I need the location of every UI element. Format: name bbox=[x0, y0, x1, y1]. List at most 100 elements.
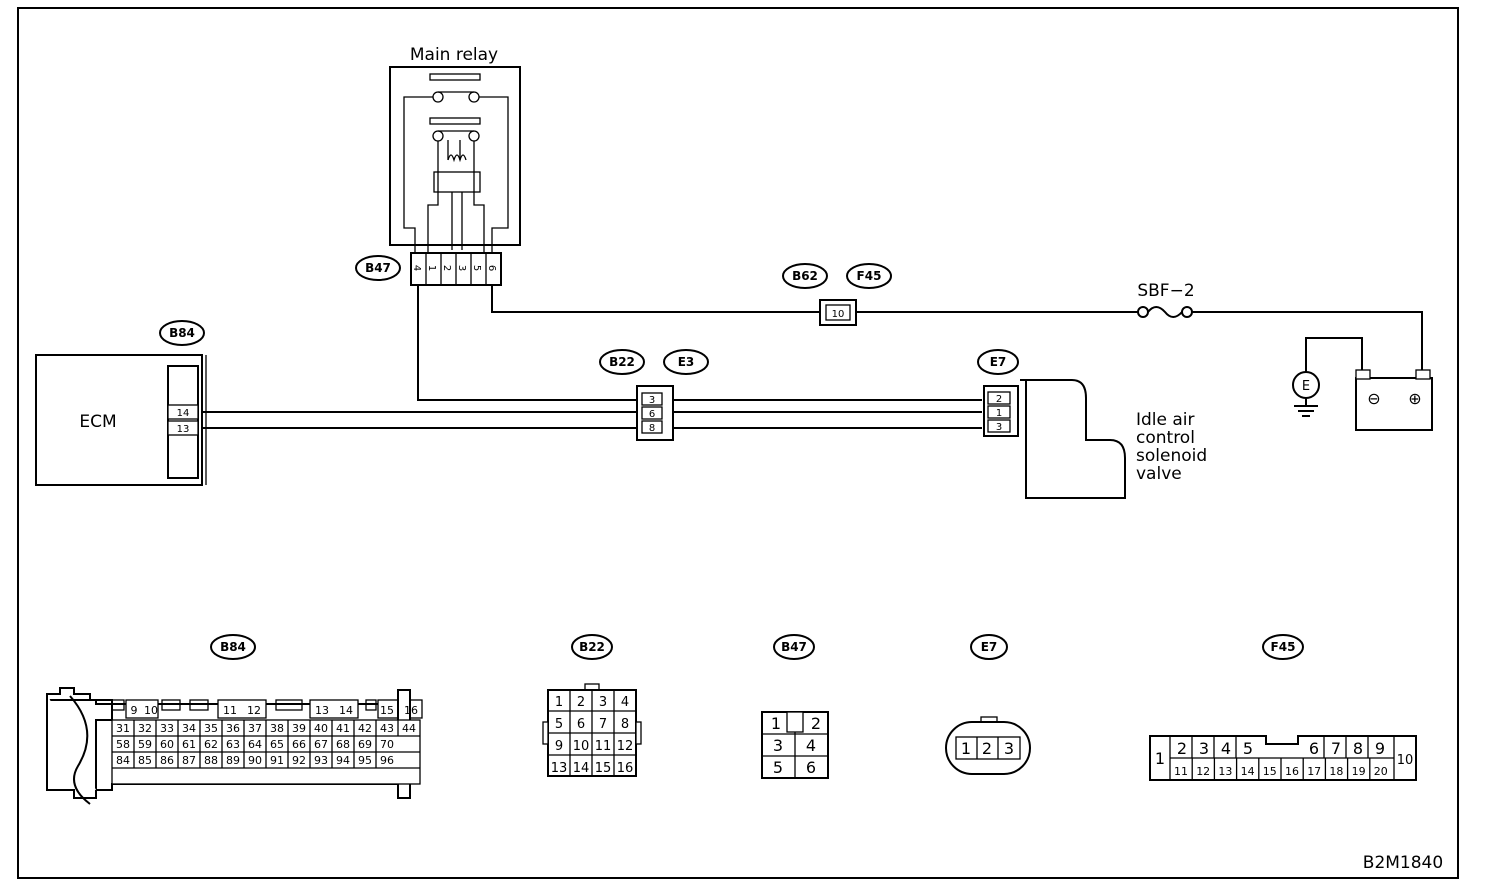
ecm-label: ECM bbox=[79, 412, 116, 432]
diagram-frame bbox=[17, 7, 1459, 879]
svg-text:15: 15 bbox=[380, 704, 394, 717]
svg-text:E: E bbox=[1302, 379, 1310, 394]
b84-row-1 bbox=[111, 699, 423, 719]
b22-pin-label: 15 bbox=[595, 761, 612, 776]
svg-text:3: 3 bbox=[1004, 739, 1014, 758]
b84-pin-label: 85 bbox=[138, 754, 152, 767]
ecm: B84 ECM 14 13 bbox=[35, 320, 207, 486]
svg-text:1: 1 bbox=[1155, 749, 1165, 768]
main-relay: Main relay 4 bbox=[389, 45, 521, 286]
f45-pin-label: 16 bbox=[1285, 765, 1299, 778]
b84-pin-label: 69 bbox=[358, 738, 372, 751]
b22-pin-label: 16 bbox=[617, 761, 634, 776]
valve-label-line-1: Idle air bbox=[1136, 410, 1195, 430]
b84-pin-label: 61 bbox=[182, 738, 196, 751]
b22-pin-label: 11 bbox=[595, 739, 612, 754]
svg-text:16: 16 bbox=[404, 704, 418, 717]
svg-text:13: 13 bbox=[177, 424, 190, 435]
b22-pin-label: 3 bbox=[599, 695, 607, 710]
b22-pin-label: 7 bbox=[599, 717, 607, 732]
svg-text:3: 3 bbox=[649, 395, 655, 406]
b22-pin-label: 2 bbox=[577, 695, 585, 710]
fuse-sbf-2: SBF−2 bbox=[1137, 281, 1195, 318]
b84-pin-label: 37 bbox=[248, 722, 262, 735]
b84-pin-label: 39 bbox=[292, 722, 306, 735]
b84-pin-label: 62 bbox=[204, 738, 218, 751]
svg-text:9: 9 bbox=[131, 704, 138, 717]
valve-label-line-4: valve bbox=[1136, 464, 1182, 484]
b22-pin-label: 12 bbox=[617, 739, 634, 754]
valve-label-line-2: control bbox=[1136, 428, 1195, 448]
f45-pin-label: 20 bbox=[1374, 765, 1388, 778]
battery: ⊖ ⊕ bbox=[1355, 369, 1433, 431]
connector-view-b47: B47 1 2 3 4 5 6 bbox=[761, 634, 829, 779]
svg-text:B84: B84 bbox=[220, 640, 246, 654]
b84-pin-label: 68 bbox=[336, 738, 350, 751]
svg-text:3: 3 bbox=[456, 265, 467, 271]
f45-pin-label: 3 bbox=[1199, 739, 1209, 758]
b84-pin-label: 90 bbox=[248, 754, 262, 767]
f45-pin-label: 2 bbox=[1177, 739, 1187, 758]
f45-pin-label: 9 bbox=[1375, 739, 1385, 758]
b84-pin-label: 36 bbox=[226, 722, 240, 735]
idle-air-control-solenoid-valve: E7 2 1 3 Idle air control solenoid valve bbox=[977, 349, 1207, 499]
svg-text:1: 1 bbox=[771, 714, 781, 733]
svg-text:4: 4 bbox=[806, 736, 816, 755]
f45-pin-label: 11 bbox=[1174, 765, 1188, 778]
svg-text:5: 5 bbox=[773, 758, 783, 777]
svg-text:3: 3 bbox=[773, 736, 783, 755]
f45-pin-label: 5 bbox=[1243, 739, 1253, 758]
b84-pin-label: 63 bbox=[226, 738, 240, 751]
b22-pin-label: 14 bbox=[573, 761, 590, 776]
b84-pin-label: 31 bbox=[116, 722, 130, 735]
b84-pin-label: 32 bbox=[138, 722, 152, 735]
b84-pin-label: 43 bbox=[380, 722, 394, 735]
svg-text:10: 10 bbox=[832, 309, 845, 320]
wire-ground-to-battery bbox=[1305, 337, 1363, 372]
battery-minus-terminal: ⊖ bbox=[1367, 389, 1380, 408]
b84-pin-label: 42 bbox=[358, 722, 372, 735]
b22-pin-label: 8 bbox=[621, 717, 629, 732]
connector-view-b84: B84 9 10 11 12 13 14 15 16 bbox=[46, 634, 423, 805]
valve-label-line-3: solenoid bbox=[1136, 446, 1207, 466]
f45-pin-label: 15 bbox=[1263, 765, 1277, 778]
svg-text:E7: E7 bbox=[981, 640, 998, 654]
svg-text:2: 2 bbox=[982, 739, 992, 758]
relay-internal-wiring bbox=[403, 73, 509, 255]
fuse-label: SBF−2 bbox=[1137, 281, 1194, 301]
ground: E bbox=[1292, 371, 1320, 417]
svg-text:E7: E7 bbox=[990, 355, 1007, 369]
b84-pin-label: 89 bbox=[226, 754, 240, 767]
relay-pin-numbers: 4 1 2 3 5 6 bbox=[411, 265, 497, 271]
b84-pin-label: 92 bbox=[292, 754, 306, 767]
svg-text:6: 6 bbox=[649, 409, 655, 420]
svg-text:4: 4 bbox=[411, 265, 422, 271]
tag-b47: B47 bbox=[355, 255, 401, 281]
svg-text:12: 12 bbox=[247, 704, 261, 717]
b84-pin-label: 95 bbox=[358, 754, 372, 767]
svg-text:8: 8 bbox=[649, 423, 655, 434]
b84-pin-label: 66 bbox=[292, 738, 306, 751]
b84-pin-label: 84 bbox=[116, 754, 130, 767]
connector-view-e7: E7 1 2 3 bbox=[945, 634, 1031, 775]
svg-text:10: 10 bbox=[1397, 753, 1414, 768]
svg-text:1: 1 bbox=[996, 408, 1002, 419]
b84-pin-label: 44 bbox=[402, 722, 416, 735]
svg-text:2: 2 bbox=[441, 265, 452, 271]
b22-pin-label: 5 bbox=[555, 717, 563, 732]
connector-b22-e3: B22 E3 3 6 8 bbox=[599, 349, 709, 441]
b22-pin-label: 1 bbox=[555, 695, 563, 710]
b22-pin-label: 4 bbox=[621, 695, 629, 710]
svg-text:B22: B22 bbox=[609, 355, 635, 369]
f45-pin-label: 14 bbox=[1241, 765, 1255, 778]
svg-text:E3: E3 bbox=[678, 355, 695, 369]
b84-pin-label: 91 bbox=[270, 754, 284, 767]
svg-text:2: 2 bbox=[811, 714, 821, 733]
svg-text:B47: B47 bbox=[365, 261, 391, 275]
svg-text:14: 14 bbox=[177, 408, 190, 419]
